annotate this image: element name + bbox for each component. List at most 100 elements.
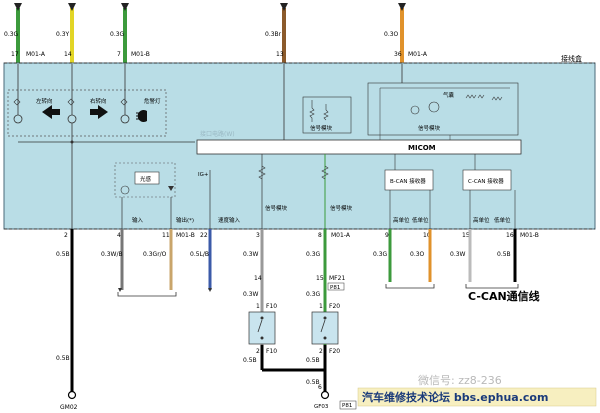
junction-box-label: 接线盒 xyxy=(561,54,582,63)
svg-text:9: 9 xyxy=(385,232,389,239)
svg-text:GF03: GF03 xyxy=(314,404,329,410)
forum-banner xyxy=(357,387,597,407)
svg-text:15: 15 xyxy=(462,232,470,239)
svg-text:0.5L/B: 0.5L/B xyxy=(190,251,209,258)
signal-label: 信号模块 xyxy=(310,124,333,132)
svg-text:0.3W/B: 0.3W/B xyxy=(101,251,123,258)
bottom-pin-3: 3 0.3W xyxy=(243,229,264,275)
svg-text:2: 2 xyxy=(319,348,323,355)
micom-block xyxy=(196,139,522,155)
top-wire-pin: 17 xyxy=(11,51,19,58)
bottom-pin-10: 10 0.3O xyxy=(410,229,432,282)
forum-banner-text: 汽车维修技术论坛 bbs.ephua.com xyxy=(362,390,548,404)
top-wire-3: 0.3G 7 M01-B xyxy=(110,3,150,64)
bracket-left xyxy=(117,292,177,297)
top-wire-1: 0.3G 17 M01-A xyxy=(4,3,46,64)
pin-label: 输入 xyxy=(132,216,144,224)
svg-text:0.3W: 0.3W xyxy=(243,251,259,258)
svg-text:P81: P81 xyxy=(342,403,352,409)
svg-text:0.3Gr/O: 0.3Gr/O xyxy=(143,251,167,258)
svg-text:0.5B: 0.5B xyxy=(56,355,70,362)
svg-text:0.5B: 0.5B xyxy=(306,379,320,386)
svg-text:M01-B: M01-B xyxy=(176,232,195,239)
can-pin-label: 低单位 xyxy=(412,216,429,224)
micom-label: MICOM xyxy=(408,144,436,152)
can-pin-label: 高单位 xyxy=(473,216,490,224)
top-wire-5: 0.3O 36 M01-A xyxy=(384,3,428,64)
svg-text:F20: F20 xyxy=(329,303,340,310)
ground-gm02: GM02 xyxy=(60,390,78,411)
svg-text:M01-A: M01-A xyxy=(331,232,351,239)
top-wire-size: 0.3Br xyxy=(265,31,282,38)
svg-text:3: 3 xyxy=(256,232,260,239)
ig-label: IG+ xyxy=(198,172,209,178)
svg-text:1: 1 xyxy=(256,303,260,310)
bottom-pin-9: 9 0.3G xyxy=(373,229,392,282)
svg-text:6: 6 xyxy=(318,384,322,391)
bottom-pin-4: 4 0.3W/B xyxy=(101,229,124,290)
svg-text:0.3G: 0.3G xyxy=(306,251,321,258)
top-wire-size: 0.3G xyxy=(110,31,125,38)
svg-text:F20: F20 xyxy=(329,348,340,355)
ccan-receiver xyxy=(462,169,512,191)
svg-text:M01-B: M01-B xyxy=(520,232,539,239)
top-wire-size: 0.3O xyxy=(384,31,399,38)
top-wire-conn: M01-A xyxy=(26,51,46,58)
bcan-receiver xyxy=(384,169,434,191)
bcan-label: B-CAN 接收器 xyxy=(390,177,426,185)
can-label: C-CAN通信线 xyxy=(468,289,540,303)
light-sensor-block xyxy=(114,162,176,198)
bottom-pin-16: 16 M01-B 0.5B xyxy=(497,229,539,282)
svg-text:22: 22 xyxy=(200,232,208,239)
bottom-pin-2: 2 0.5B xyxy=(56,229,74,392)
svg-text:14: 14 xyxy=(254,275,262,282)
can-pin-label: 高单位 xyxy=(393,216,410,224)
speed-in-label: 速度输入 xyxy=(218,216,241,224)
airbag-label: 气囊 xyxy=(443,91,455,99)
ccan-label: C-CAN 接收器 xyxy=(468,177,504,185)
lamp-label: 右转向 xyxy=(90,97,107,105)
airbag-icon xyxy=(428,101,440,113)
svg-text:10: 10 xyxy=(423,232,431,239)
top-wire-conn: M01-A xyxy=(408,51,428,58)
top-wire-pin: 7 xyxy=(117,51,121,58)
svg-text:0.5B: 0.5B xyxy=(497,251,511,258)
svg-text:F10: F10 xyxy=(266,348,277,355)
svg-text:GM02: GM02 xyxy=(60,404,78,411)
svg-text:1: 1 xyxy=(319,303,323,310)
top-wire-pin: 36 xyxy=(394,51,402,58)
ground-gf03: GF03 P81 xyxy=(314,390,357,410)
top-wire-size: 0.3G xyxy=(4,31,19,38)
faint-label: 接口电路(W) xyxy=(200,130,235,138)
signal-module-1 xyxy=(302,96,352,134)
svg-text:0.3W: 0.3W xyxy=(450,251,466,258)
svg-text:MF21: MF21 xyxy=(329,275,345,282)
arrow-right-icon xyxy=(90,105,108,119)
can-pin-label: 低单位 xyxy=(494,216,511,224)
svg-text:16: 16 xyxy=(506,232,514,239)
pin-label: 输出(*) xyxy=(176,216,194,224)
top-wire-2: 0.3Y 14 xyxy=(56,3,76,64)
top-wire-4: 0.3Br 13 xyxy=(265,3,288,64)
svg-text:2: 2 xyxy=(256,348,260,355)
svg-text:4: 4 xyxy=(117,232,121,239)
svg-text:15: 15 xyxy=(316,275,324,282)
lamp-label: 左转向 xyxy=(36,97,53,105)
top-wire-pin: 14 xyxy=(64,51,72,58)
svg-text:P81: P81 xyxy=(330,285,340,291)
bracket-can xyxy=(385,284,435,289)
bottom-pin-8: 8 M01-A 0.3G xyxy=(306,229,351,275)
svg-text:0.3G: 0.3G xyxy=(306,291,321,298)
svg-text:0.3W: 0.3W xyxy=(243,291,259,298)
svg-text:0.5B: 0.5B xyxy=(243,357,257,364)
svg-text:0.5B: 0.5B xyxy=(306,357,320,364)
top-wire-size: 0.3Y xyxy=(56,31,70,38)
lamp-group xyxy=(7,89,167,137)
lamp-hazard: 危警灯 xyxy=(120,64,161,124)
watermark-text: 微信号: zz8-236 xyxy=(418,373,502,387)
svg-text:0.3G: 0.3G xyxy=(373,251,388,258)
svg-text:F10: F10 xyxy=(266,303,277,310)
svg-text:8: 8 xyxy=(318,232,322,239)
sensor-label: 光感 xyxy=(140,175,152,183)
top-wire-pin: 13 xyxy=(276,51,284,58)
